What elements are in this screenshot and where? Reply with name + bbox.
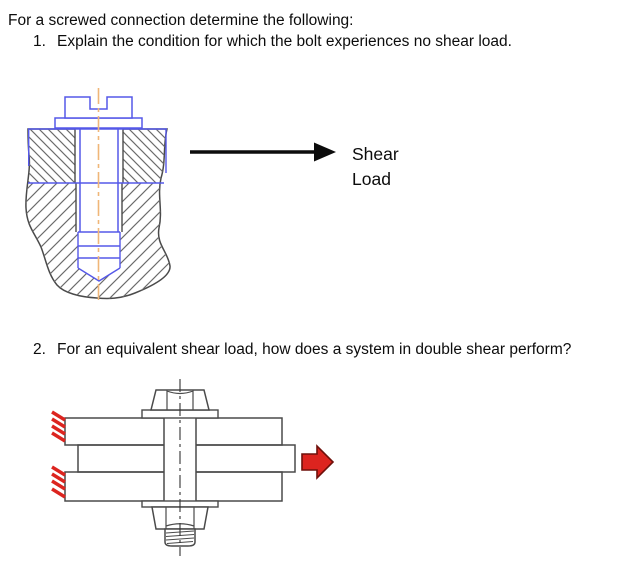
bolt-head-facets: [166, 390, 194, 410]
clamped-plate-edges: [28, 128, 167, 173]
screw-head: [64, 96, 133, 119]
figure-double-shear: [51, 379, 335, 556]
bolt-head: [150, 389, 210, 411]
question-2: 2. For an equivalent shear load, how doe…: [33, 340, 571, 359]
question-1: 1. Explain the condition for which the b…: [33, 32, 512, 51]
fixed-support-hatching-bottom: [51, 465, 66, 499]
bolt-shank-edges: [163, 418, 197, 501]
question-1-text: Explain the condition for which the bolt…: [57, 33, 512, 50]
shear-load-label-line2: Load: [352, 169, 391, 189]
question-2-text: For an equivalent shear load, how does a…: [57, 341, 572, 358]
shear-load-label-line1: Shear: [352, 144, 399, 164]
figure-single-shear: [25, 88, 336, 302]
applied-load-arrow-icon: [301, 444, 335, 480]
question-1-number: 1.: [33, 33, 46, 50]
question-2-number: 2.: [33, 341, 46, 358]
shear-load-label: Shear Load: [352, 142, 399, 192]
bolt-hole-edges: [74, 129, 124, 232]
fixed-support-hatching-top: [51, 410, 66, 443]
screw-shank: [79, 128, 119, 232]
intro-text: For a screwed connection determine the f…: [8, 12, 354, 29]
shear-load-arrow: [190, 142, 336, 162]
